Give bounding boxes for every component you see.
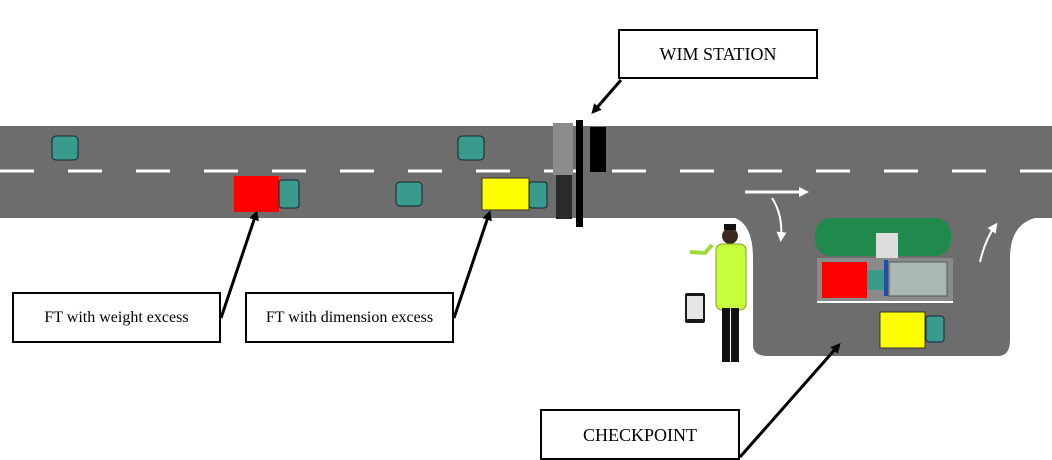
truck-trailer-yellow: [481, 177, 530, 211]
arrow-to-wim: [591, 79, 623, 115]
curve-arrow-down-icon: [771, 197, 787, 242]
truck-trailer-red: [822, 262, 867, 298]
arrow-to-checkpoint: [738, 343, 841, 458]
truck-cab: [278, 179, 300, 209]
ft-weight-excess-label: FT with weight excess: [12, 292, 221, 343]
ft-dimension-excess-label: FT with dimension excess: [245, 292, 454, 343]
truck-trailer-grey: [888, 261, 948, 297]
car-bottom-middle: [395, 181, 423, 207]
checkpoint-yellow-truck: [879, 311, 945, 349]
traffic-officer-icon: [689, 224, 747, 362]
truck-dimension-excess: [481, 177, 548, 211]
truck-hitch: [867, 270, 885, 290]
inspection-booth: [876, 233, 898, 259]
checkpoint-label: CHECKPOINT: [540, 409, 740, 460]
wim-sensor-icon: [553, 120, 606, 227]
truck-trailer-yellow: [879, 311, 926, 349]
arrow-to-dimension-truck: [452, 210, 492, 319]
inspection-gate: [884, 260, 888, 296]
inspected-truck: [822, 260, 948, 298]
tablet-icon: [685, 293, 705, 323]
wim-station-label: WIM STATION: [618, 29, 818, 79]
arrow-to-weight-truck: [219, 210, 259, 319]
truck-weight-excess: [234, 176, 300, 212]
truck-cab: [925, 315, 945, 343]
truck-cab: [528, 181, 548, 209]
car-top-middle: [457, 135, 485, 161]
car-top-left: [51, 135, 79, 161]
truck-trailer-red: [234, 176, 279, 212]
curve-arrow-up-icon: [979, 222, 998, 263]
